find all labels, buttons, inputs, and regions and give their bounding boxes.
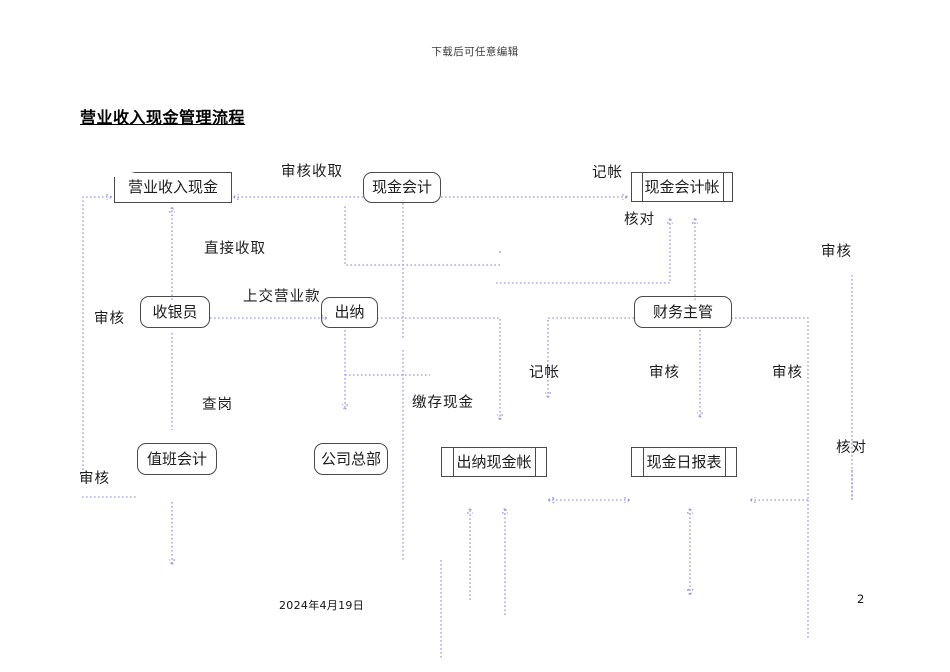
edge-finance-manager-right-down	[731, 317, 809, 500]
edge-label-audit-mid: 审核	[649, 365, 680, 381]
edge-label-audit-right-lower: 审核	[772, 365, 803, 381]
page-title: 营业收入现金管理流程	[80, 108, 246, 127]
edge-label-reconcile-right: 核对	[836, 440, 867, 456]
edge-label-audit-left-lower: 审核	[79, 471, 110, 487]
process-bar-right	[723, 173, 724, 201]
edge-audit-left-loop	[82, 197, 112, 478]
edge-label-deposit-cash: 缴存现金	[412, 395, 474, 411]
node-cashier-clerk[interactable]	[140, 296, 210, 328]
edge-label-audit-collect: 审核收取	[281, 164, 343, 180]
node-duty-accountant[interactable]	[137, 443, 217, 475]
process-bar-left	[642, 173, 643, 201]
edge-label-spot-check: 查岗	[202, 397, 233, 413]
process-bar-left	[643, 448, 644, 476]
node-cash-ledger[interactable]	[631, 172, 733, 202]
edge-label-bookkeeping-mid: 记帐	[529, 365, 560, 381]
node-cash-accountant[interactable]	[363, 172, 441, 203]
node-cash-daily-report[interactable]	[631, 447, 737, 477]
process-bar-right	[725, 448, 726, 476]
page-number: 2	[857, 592, 865, 606]
process-bar-left	[453, 448, 454, 476]
footer-date: 2024年4月19日	[279, 599, 364, 612]
edge-label-audit-left-upper: 审核	[94, 311, 125, 327]
edge-label-bookkeeping-top: 记帐	[592, 165, 623, 181]
edge-direct-collect-elbow	[344, 205, 500, 266]
node-head-office[interactable]	[314, 443, 388, 475]
node-cash-income[interactable]	[114, 172, 232, 203]
node-teller[interactable]	[321, 297, 378, 328]
edge-label-audit-right-upper: 审核	[821, 244, 852, 260]
process-bar-right	[535, 448, 536, 476]
edge-label-reconcile-top: 核对	[624, 212, 655, 228]
edge-label-direct-collect: 直接收取	[204, 241, 266, 257]
node-teller-cash-book[interactable]	[441, 447, 547, 477]
edge-finance-manager-bookkeeping	[548, 317, 634, 398]
node-finance-manager[interactable]	[634, 296, 732, 328]
document-header-note: 下载后可任意编辑	[431, 46, 519, 58]
edge-label-submit-revenue: 上交营业款	[243, 289, 321, 305]
